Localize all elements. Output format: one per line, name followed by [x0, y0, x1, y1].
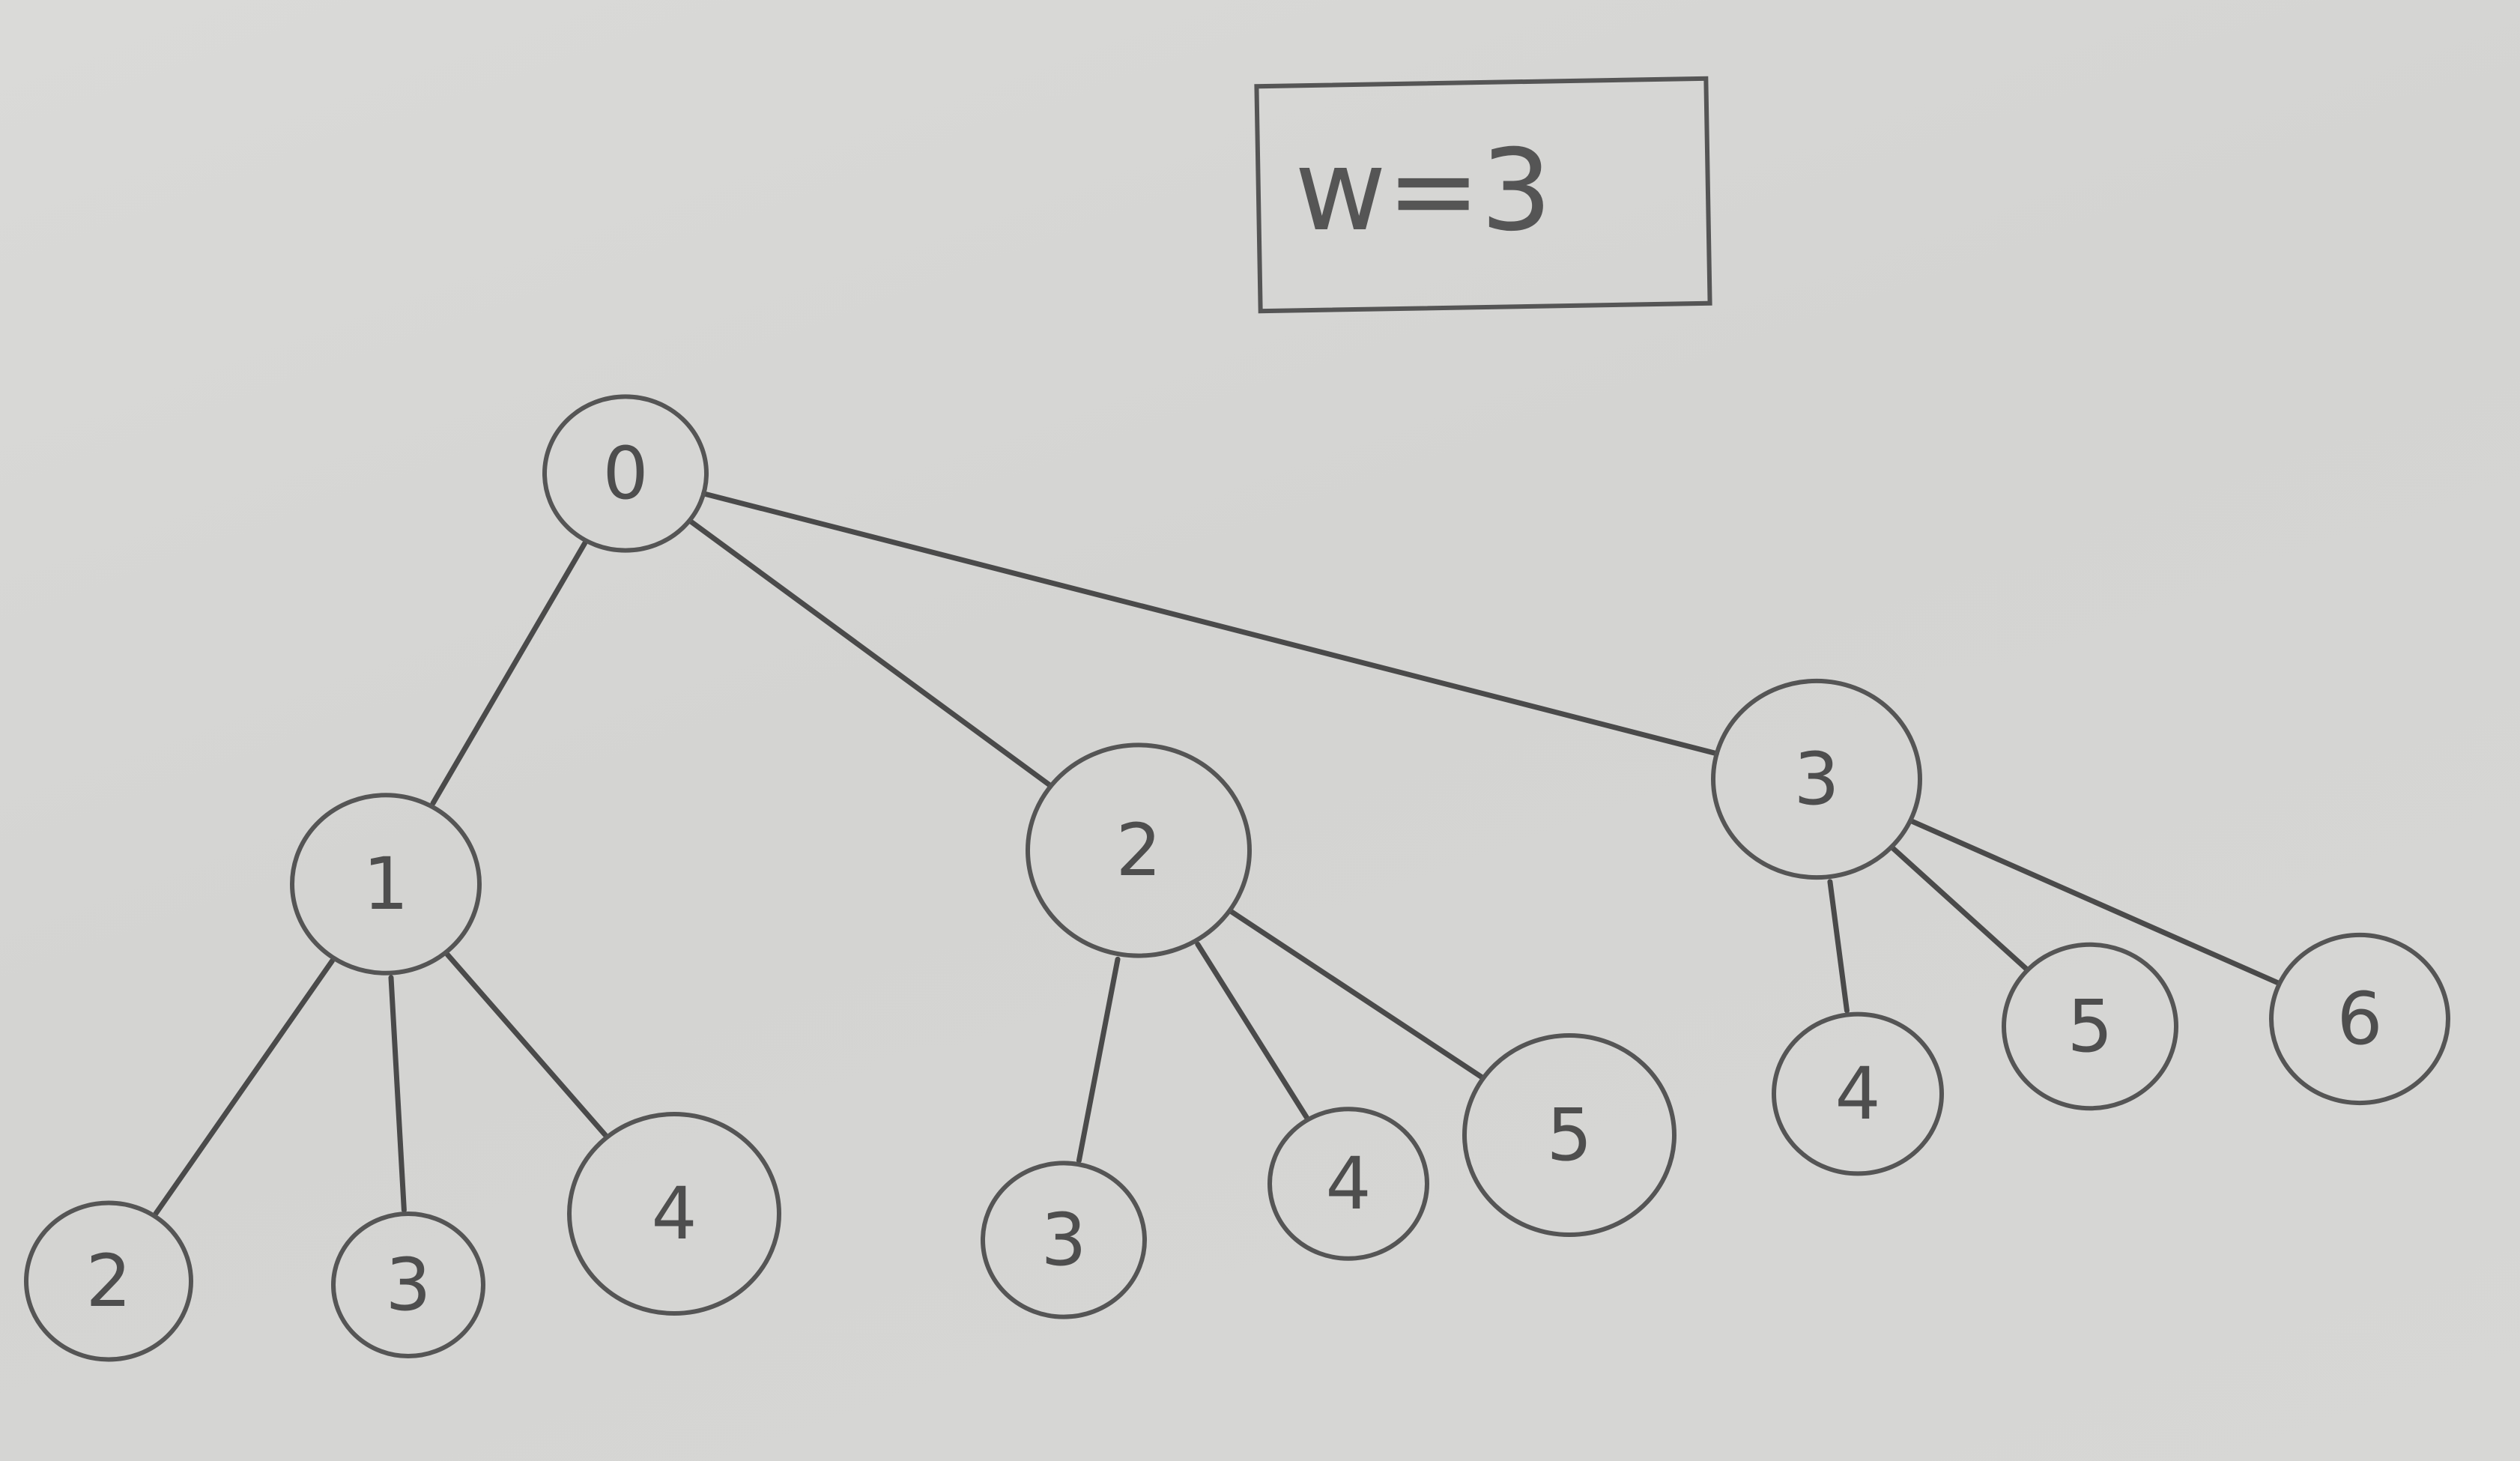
edge-n1-n1b — [388, 975, 407, 1213]
node-label: 4 — [651, 1172, 697, 1256]
node-circle — [981, 1161, 1147, 1319]
tree-node-n1c: 4 — [567, 1112, 781, 1316]
node-circle — [331, 1212, 485, 1358]
node-label: 3 — [1793, 737, 1839, 821]
node-circle — [2269, 932, 2450, 1106]
edge-n0-n1 — [430, 540, 588, 806]
node-circle — [1772, 1011, 1944, 1176]
edge-n3-n3b — [1890, 846, 2029, 972]
node-circle — [1462, 1033, 1677, 1237]
node-label: 1 — [363, 842, 408, 926]
node-label: 5 — [2067, 984, 2112, 1068]
edge-n1-n1a — [153, 958, 335, 1217]
tree-node-n2: 2 — [1026, 742, 1252, 958]
node-label: 4 — [1325, 1142, 1371, 1226]
node-label: 0 — [602, 432, 648, 515]
node-circle — [2002, 942, 2178, 1111]
edge-n1-n1c — [444, 952, 608, 1138]
node-circle — [1026, 742, 1252, 958]
edge-n2-n2a — [1076, 956, 1121, 1164]
edge-n3-n3a — [1827, 879, 1850, 1014]
edge-n2-n2c — [1228, 909, 1485, 1080]
edge-n2-n2b — [1195, 941, 1309, 1120]
node-label: 4 — [1835, 1052, 1880, 1136]
edge-n0-n3 — [701, 491, 1719, 757]
node-label: 6 — [2336, 977, 2382, 1061]
node-label: 2 — [85, 1239, 131, 1323]
node-circle — [567, 1112, 781, 1316]
node-circle — [290, 793, 482, 975]
tree-node-n1a: 2 — [24, 1200, 193, 1362]
node-label: 5 — [1546, 1093, 1592, 1177]
node-circle — [1711, 678, 1922, 880]
tree-node-n3c: 6 — [2269, 932, 2450, 1106]
edges-layer — [153, 491, 2282, 1217]
tree-node-n2c: 5 — [1462, 1033, 1677, 1237]
tree-node-n2a: 3 — [981, 1161, 1147, 1319]
tree-node-n3: 3 — [1711, 678, 1922, 880]
annotation-box: w=3 — [1254, 76, 1712, 314]
edge-n3-n3c — [1908, 818, 2282, 986]
node-label: 3 — [1041, 1198, 1086, 1282]
node-circle — [542, 394, 709, 553]
node-circle — [1267, 1107, 1429, 1261]
node-label: 2 — [1115, 808, 1161, 892]
node-label: 3 — [385, 1243, 431, 1327]
tree-node-n3b: 5 — [2002, 942, 2178, 1111]
tree-node-n1: 1 — [290, 793, 482, 975]
annotation-frame — [1254, 76, 1712, 314]
tree-node-n3a: 4 — [1772, 1011, 1944, 1176]
annotation-text: w=3 — [1294, 126, 1552, 256]
tree-node-n0: 0 — [542, 394, 709, 553]
tree-node-n2b: 4 — [1267, 1107, 1429, 1261]
edge-n0-n2 — [688, 518, 1052, 787]
tree-node-n1b: 3 — [331, 1212, 485, 1358]
node-circle — [24, 1200, 193, 1362]
nodes-layer: 0 1 2 3 2 3 4 3 4 5 4 5 6 — [24, 394, 2450, 1362]
